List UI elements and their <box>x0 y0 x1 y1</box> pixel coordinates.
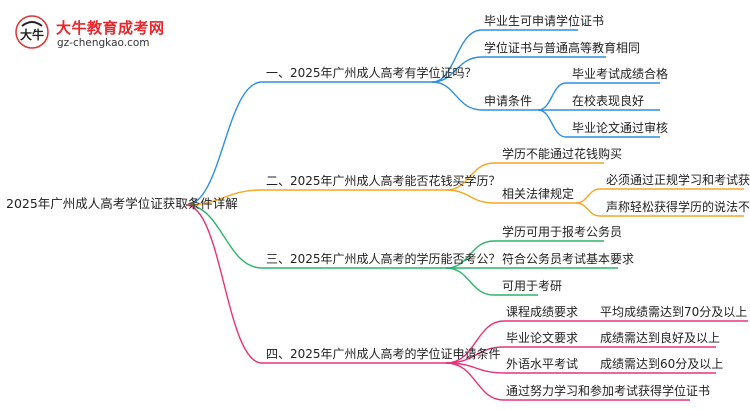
branch-3-child-1: 学历可用于报考公务员 <box>502 225 623 239</box>
edge-b1-c2 <box>431 56 606 83</box>
edge-b1-c3-g1 <box>537 82 660 111</box>
edge-b4-c1 <box>445 320 590 364</box>
branch-1-child-1: 毕业生可申请学位证书 <box>484 14 605 28</box>
branch-3-label: 三、2025年广州成人高考的学历能否考公？ <box>266 252 501 266</box>
branch-1-grandchild-1: 毕业考试成绩合格 <box>572 67 669 81</box>
branch-2-label: 二、2025年广州成人高考能否花钱买学历？ <box>266 174 501 188</box>
edge-b2-c2-g1 <box>575 188 744 204</box>
branch-2-child-2: 相关法律规定 <box>502 187 575 201</box>
branch-2-child-1: 学历不能通过花钱购买 <box>502 147 623 161</box>
branch-4-label: 四、2025年广州成人高考的学位证申请条件 <box>266 347 501 361</box>
edge-b2-c2 <box>445 189 576 204</box>
brand-name: 大牛教育成考网 <box>56 19 165 37</box>
edge-b1-c3-g3 <box>537 109 660 138</box>
edge-b3-c1 <box>445 240 604 269</box>
branch-2-grandchild-1: 必须通过正规学习和考试获得 <box>606 173 750 187</box>
edge-b3-c3 <box>445 267 538 296</box>
branch-3-child-2: 符合公务员考试基本要求 <box>502 252 635 266</box>
branch-4-grandchild-2: 成绩需达到良好及以上 <box>600 331 721 345</box>
edge-root-b1 <box>185 81 432 206</box>
edge-root-b4 <box>185 204 446 364</box>
brand-url: gz-chengkao.com <box>57 37 150 49</box>
brand-logo-icon: 大牛 <box>14 14 50 50</box>
branch-2-grandchild-2: 声称轻松获得学历的说法不可信 <box>606 200 750 214</box>
edge-root-b3 <box>185 204 446 269</box>
branch-4-child-3: 外语水平考试 <box>506 357 579 371</box>
branch-4-grandchild-3: 成绩需达到60分及以上 <box>600 357 724 371</box>
branch-4-child-1: 课程成绩要求 <box>506 305 579 319</box>
branch-4-child-4: 通过努力学习和参加考试获得学位证书 <box>506 384 711 398</box>
branch-4-child-2: 毕业论文要求 <box>506 331 579 345</box>
edge-b1-c1 <box>431 29 578 83</box>
edge-b4-c4 <box>445 362 690 401</box>
branch-1-label: 一、2025年广州成人高考有学位证吗？ <box>266 66 477 80</box>
mindmap-root: 2025年广州成人高考学位证获取条件详解 <box>6 196 238 211</box>
edge-b2-c2-g2 <box>575 202 744 217</box>
edge-b2-c1 <box>445 162 604 191</box>
edge-root-b2 <box>185 189 446 206</box>
edge-b1-c3 <box>431 81 538 111</box>
edge-b4-c2 <box>445 346 590 364</box>
branch-4-grandchild-1: 平均成绩需达到70分及以上 <box>600 305 748 319</box>
branch-1-grandchild-3: 毕业论文通过审核 <box>572 121 669 135</box>
logo-text: 大牛 <box>20 27 44 42</box>
branch-1-child-3: 申请条件 <box>484 94 533 108</box>
edge-b4-c3 <box>445 362 590 374</box>
branch-1-grandchild-2: 在校表现良好 <box>572 94 645 108</box>
branch-1-child-2: 学位证书与普通高等教育相同 <box>484 41 641 55</box>
branch-3-child-3: 可用于考研 <box>502 279 563 293</box>
